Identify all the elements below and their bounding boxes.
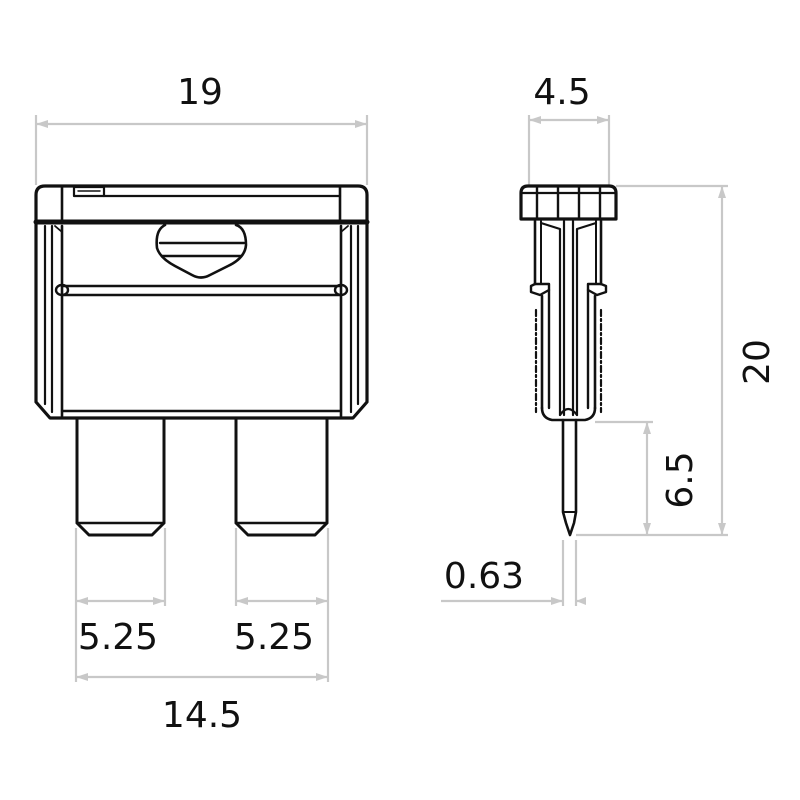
dimension-blade-length: 6.5 xyxy=(595,420,701,535)
dimension-blade-span: 14.5 xyxy=(76,673,328,736)
fuse-body xyxy=(33,184,370,537)
dimension-blade-thickness: 0.63 xyxy=(441,540,586,606)
label-blade-length: 6.5 xyxy=(660,451,701,508)
fuse-side-profile xyxy=(519,184,618,537)
front-view: 19 xyxy=(33,72,370,736)
label-blade-width-left: 5.25 xyxy=(78,617,158,658)
side-view: 4.5 xyxy=(441,72,778,606)
label-blade-thickness: 0.63 xyxy=(444,556,524,597)
label-blade-width-right: 5.25 xyxy=(234,617,314,658)
dimension-blade-left: 5.25 xyxy=(74,528,167,682)
dimension-overall-width: 19 xyxy=(34,72,369,185)
label-overall-height: 20 xyxy=(737,339,778,385)
label-blade-span: 14.5 xyxy=(162,695,242,736)
label-overall-width: 19 xyxy=(177,72,223,113)
dimension-overall-height: 20 xyxy=(576,184,778,537)
label-thickness: 4.5 xyxy=(533,72,590,113)
dimension-blade-right: 5.25 xyxy=(234,528,330,682)
dimension-thickness: 4.5 xyxy=(527,72,611,186)
